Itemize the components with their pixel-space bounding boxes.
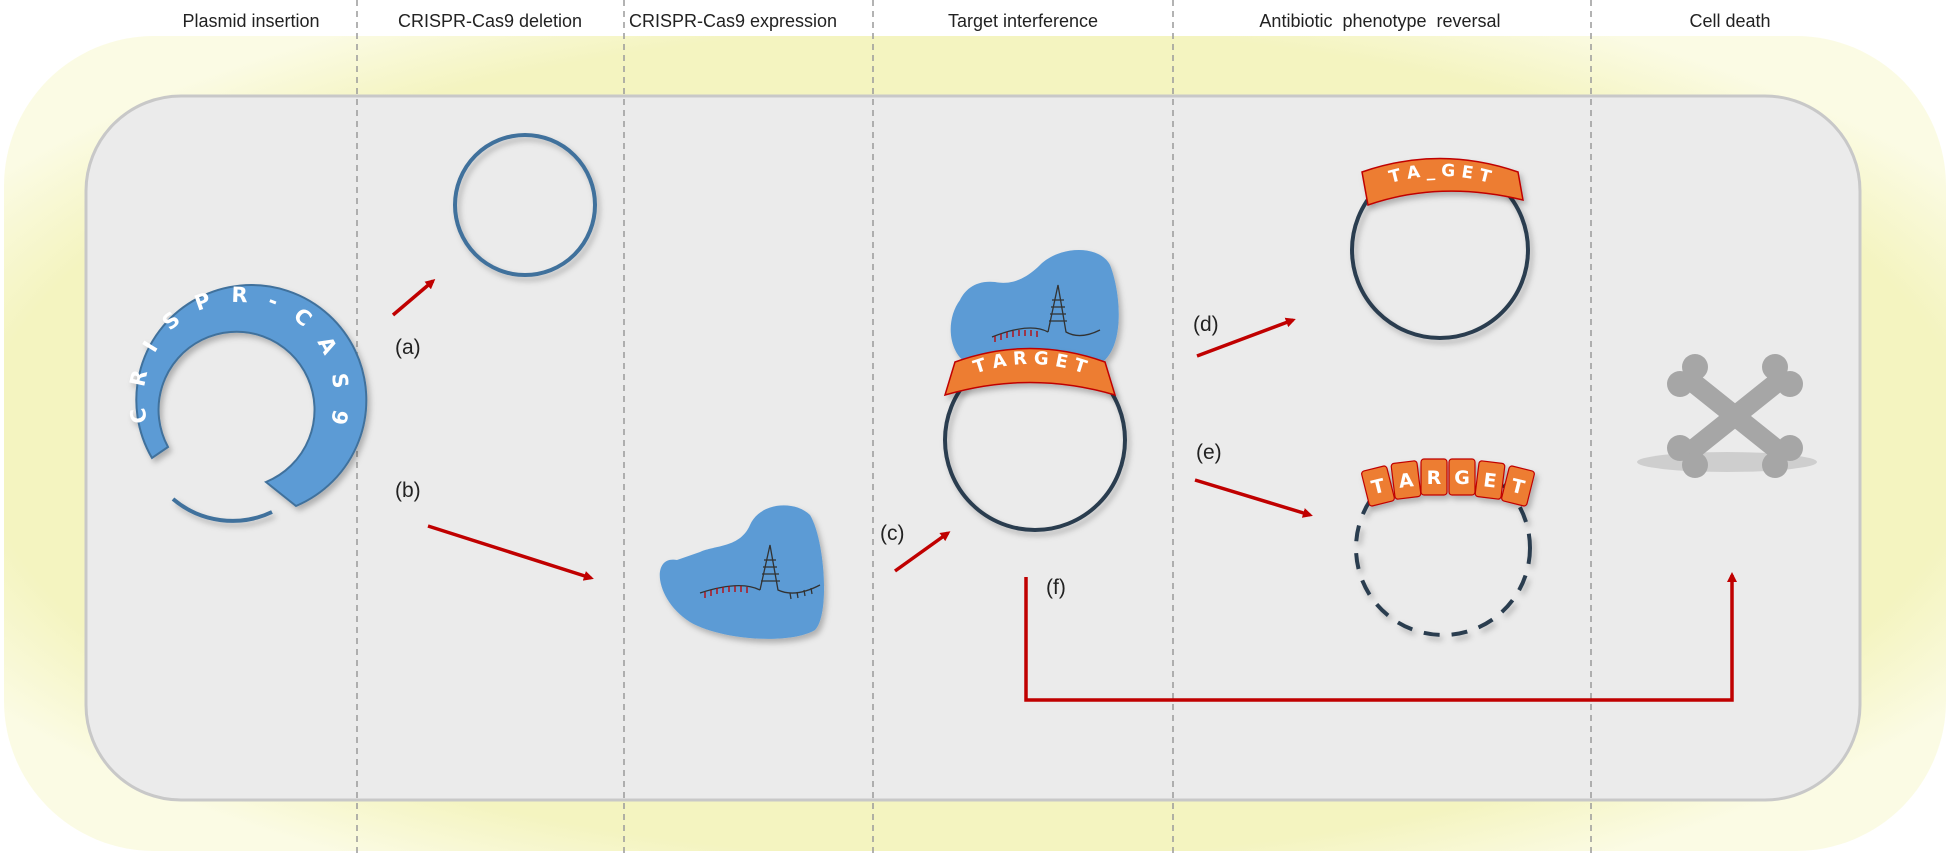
degraded-target-plasmid: [1354, 459, 1532, 637]
stage-header-crispr-expression: CRISPR-Cas9 expression: [629, 11, 837, 31]
arrow-e: [1194, 478, 1313, 518]
stage-header-crispr-deletion: CRISPR-Cas9 deletion: [398, 11, 582, 31]
step-label-e: (e): [1196, 441, 1222, 464]
fragment-letter: E: [1482, 469, 1498, 492]
stage-header-phenotype-reversal: Antibiotic phenotype reversal: [1259, 11, 1500, 31]
fragment-letter: R: [1427, 467, 1442, 489]
target-tag-bound: T A R G E T: [943, 347, 1117, 397]
fragment-letter: A: [1397, 469, 1415, 493]
cytoplasm: [84, 94, 1862, 802]
step-label-b: (b): [395, 479, 421, 502]
stage-header-plasmid-insertion: Plasmid insertion: [182, 11, 319, 31]
arrow-c: [893, 531, 951, 573]
stage-header-target-interference: Target interference: [948, 11, 1098, 31]
crossbones-icon: [1637, 354, 1817, 478]
fragment-letter: G: [1454, 467, 1470, 489]
arrow-d: [1196, 317, 1296, 358]
stage-header-cell-death: Cell death: [1689, 11, 1770, 31]
guide-rna-icon: [699, 544, 821, 600]
arrow-a: [391, 279, 436, 317]
step-label-f: (f): [1046, 576, 1066, 599]
fragment-letter: T: [1509, 475, 1527, 499]
arrow-f: [1024, 572, 1737, 702]
empty-plasmid: [453, 133, 597, 277]
step-label-c: (c): [880, 522, 905, 545]
cas9-protein-icon: [659, 505, 825, 639]
step-label-a: (a): [395, 336, 421, 359]
step-label-d: (d): [1193, 313, 1219, 336]
fragmented-target-tag: T A R G E T: [1361, 458, 1535, 507]
bound-cas9-protein-icon: [950, 250, 1119, 374]
arrow-b: [427, 524, 594, 581]
mutated-target-tag: T A _ G E T: [1361, 157, 1524, 206]
fragment-letter: T: [1369, 475, 1387, 499]
